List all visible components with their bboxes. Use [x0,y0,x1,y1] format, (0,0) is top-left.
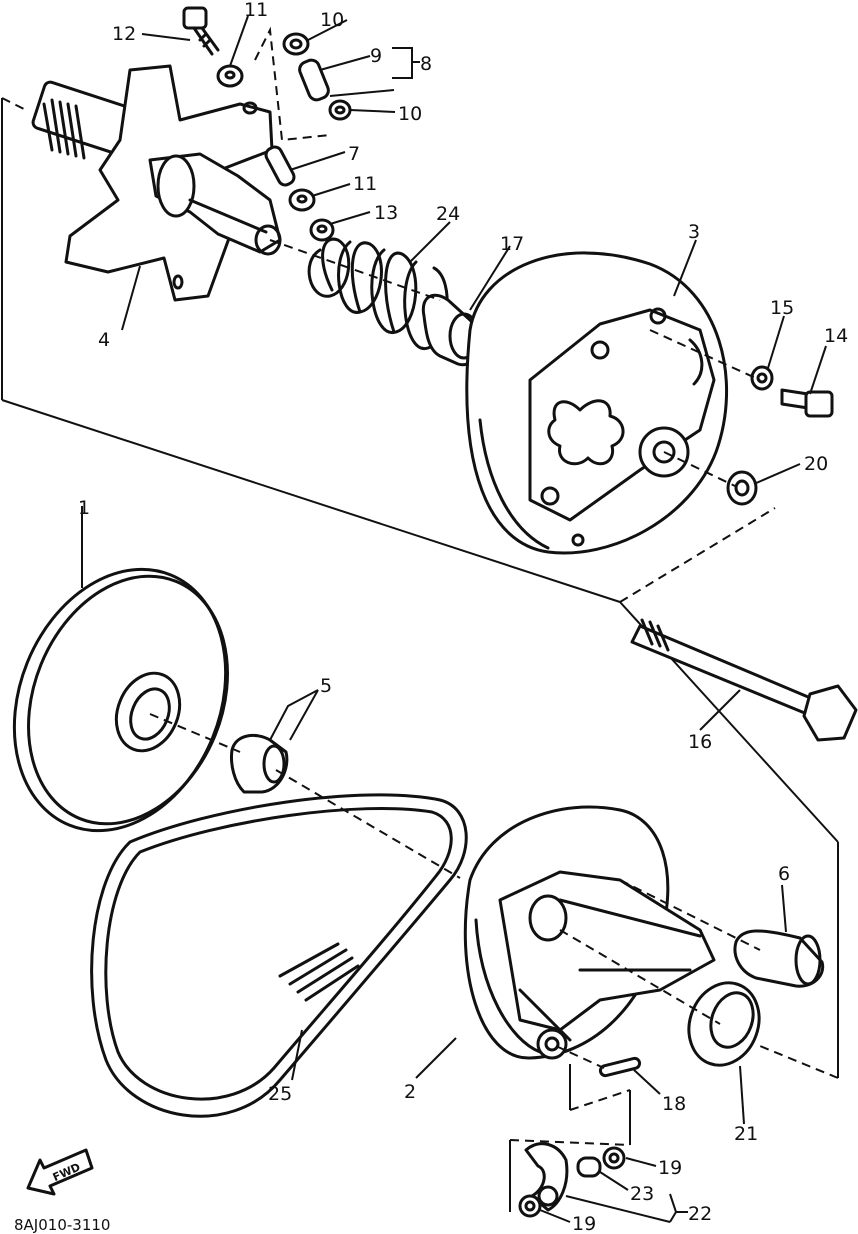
label-10-top: 10 [320,9,344,31]
label-21: 21 [734,1123,758,1145]
label-19-left: 19 [572,1213,596,1234]
roller-9 [298,58,330,102]
spring-24 [307,237,449,350]
seal-21 [687,981,761,1067]
washer-19-left [518,1194,542,1218]
label-11-top: 11 [244,0,268,21]
label-19-right: 19 [658,1157,682,1179]
washer-10-bottom [328,99,352,121]
label-6: 6 [778,863,790,885]
roller-kit-bracket [254,26,331,142]
washer-15 [750,365,774,391]
label-7: 7 [348,143,360,165]
label-23: 23 [630,1183,654,1205]
label-2: 2 [404,1081,416,1103]
label-9: 9 [370,45,382,67]
pin-7 [264,145,296,187]
washer-10-top [282,32,310,56]
part-labels: 12 11 10 9 8 10 7 11 13 24 17 3 15 14 20… [78,0,848,1234]
label-1: 1 [78,497,90,519]
bolt-14 [780,388,834,418]
bushing-23 [576,1156,602,1178]
forward-arrow-icon: FWD [26,1148,94,1196]
label-24: 24 [436,203,460,225]
sheave-cover-3 [465,251,728,555]
collar-11-top [216,64,244,88]
pin-18 [598,1056,642,1078]
sheave-housing-2 [463,805,716,1060]
label-8: 8 [420,53,432,75]
washer-20 [726,470,758,506]
washer-19-right [602,1146,626,1170]
label-14: 14 [824,325,848,347]
sheave-1 [12,567,229,833]
nut-13 [309,218,335,242]
label-10-bottom: 10 [398,103,422,125]
v-belt-25 [90,793,468,1118]
label-3: 3 [688,221,700,243]
label-11-bottom: 11 [353,173,377,195]
diagram-code: 8AJ010-3110 [14,1216,110,1234]
label-13: 13 [374,202,398,224]
label-5: 5 [320,675,332,697]
collar-5 [230,733,289,794]
label-18: 18 [662,1093,686,1115]
label-22: 22 [688,1203,712,1225]
label-16: 16 [688,731,712,753]
collar-11-bottom [288,188,316,212]
bolt-12 [182,6,220,56]
label-4: 4 [98,329,110,351]
label-20: 20 [804,453,828,475]
primary-sheave-hub [31,64,282,302]
leader-lines [81,15,827,1223]
label-12: 12 [112,23,136,45]
label-25: 25 [268,1083,292,1105]
label-15: 15 [770,297,794,319]
bolt-16 [630,618,858,742]
assembly-frame [1,97,839,1212]
sleeve-6 [733,929,825,988]
label-17: 17 [500,233,524,255]
assembly-lines [149,239,761,1069]
washer-22-lever-eye [537,1185,559,1207]
